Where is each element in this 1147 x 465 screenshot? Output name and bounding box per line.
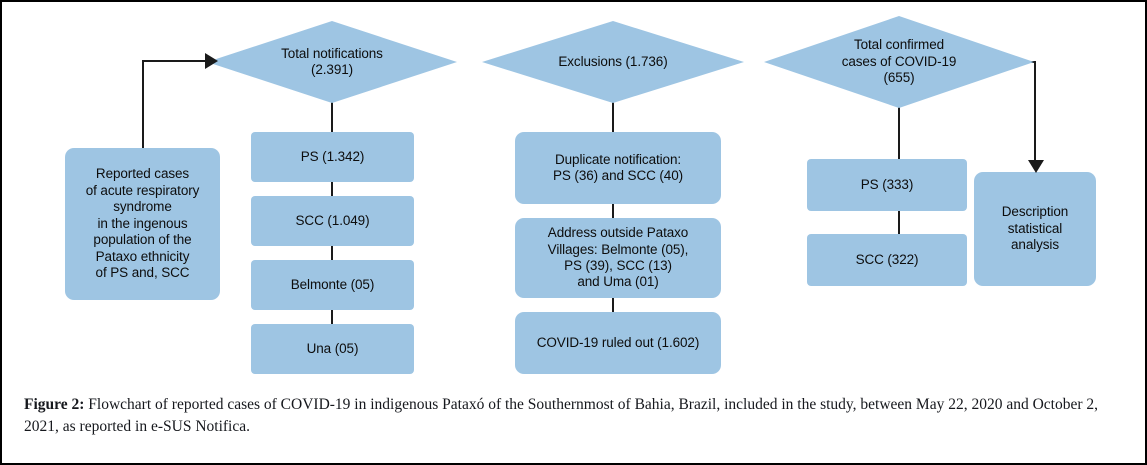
figure-caption-label: Figure 2: (24, 396, 85, 413)
flowchart-canvas: Reported cases of acute respiratory synd… (2, 2, 1145, 390)
node-col2-item-1: Address outside Pataxo Villages: Belmont… (515, 218, 721, 298)
connector-col1-2-3 (331, 310, 333, 325)
node-col1-item-3: Una (05) (251, 324, 414, 374)
node-reported-cases-source: Reported cases of acute respiratory synd… (65, 148, 220, 300)
node-total-notifications-diamond: Total notifications (2.391) (207, 21, 457, 103)
arrow-head-into-analysis (1028, 160, 1044, 173)
node-description-statistical-analysis: Description statistical analysis (974, 172, 1096, 286)
connector-col1-0-1 (331, 182, 333, 197)
arrow-head-into-total-notifications (205, 53, 218, 69)
connector-diamond2-to-col2 (612, 101, 614, 132)
connector-source-vertical (142, 60, 144, 150)
figure-caption-text: Flowchart of reported cases of COVID-19 … (24, 396, 1099, 435)
node-total-confirmed-diamond: Total confirmed cases of COVID-19 (655) (764, 16, 1034, 108)
node-col1-item-1: SCC (1.049) (251, 196, 414, 246)
diamond-shape-icon (764, 16, 1034, 108)
node-col3-item-1: SCC (322) (807, 234, 967, 286)
connector-col3-0-1 (898, 211, 900, 236)
connector-col2-1-2 (612, 298, 614, 312)
node-col1-item-0: PS (1.342) (251, 132, 414, 182)
connector-diamond3-to-col3 (898, 106, 900, 160)
connector-confirmed-vertical (1034, 61, 1036, 163)
figure-caption: Figure 2: Flowchart of reported cases of… (24, 394, 1124, 438)
connector-col2-0-1 (612, 204, 614, 218)
connector-col1-1-2 (331, 246, 333, 261)
node-col2-item-2: COVID-19 ruled out (1.602) (515, 312, 721, 374)
node-col3-item-0: PS (333) (807, 159, 967, 211)
diamond-shape-icon (482, 21, 744, 103)
node-col2-item-0: Duplicate notification: PS (36) and SCC … (515, 132, 721, 204)
connector-source-horizontal (142, 60, 209, 62)
node-col1-item-2: Belmonte (05) (251, 260, 414, 310)
diamond-shape-icon (207, 21, 457, 103)
connector-diamond1-to-col1 (331, 101, 333, 132)
node-exclusions-diamond: Exclusions (1.736) (482, 21, 744, 103)
